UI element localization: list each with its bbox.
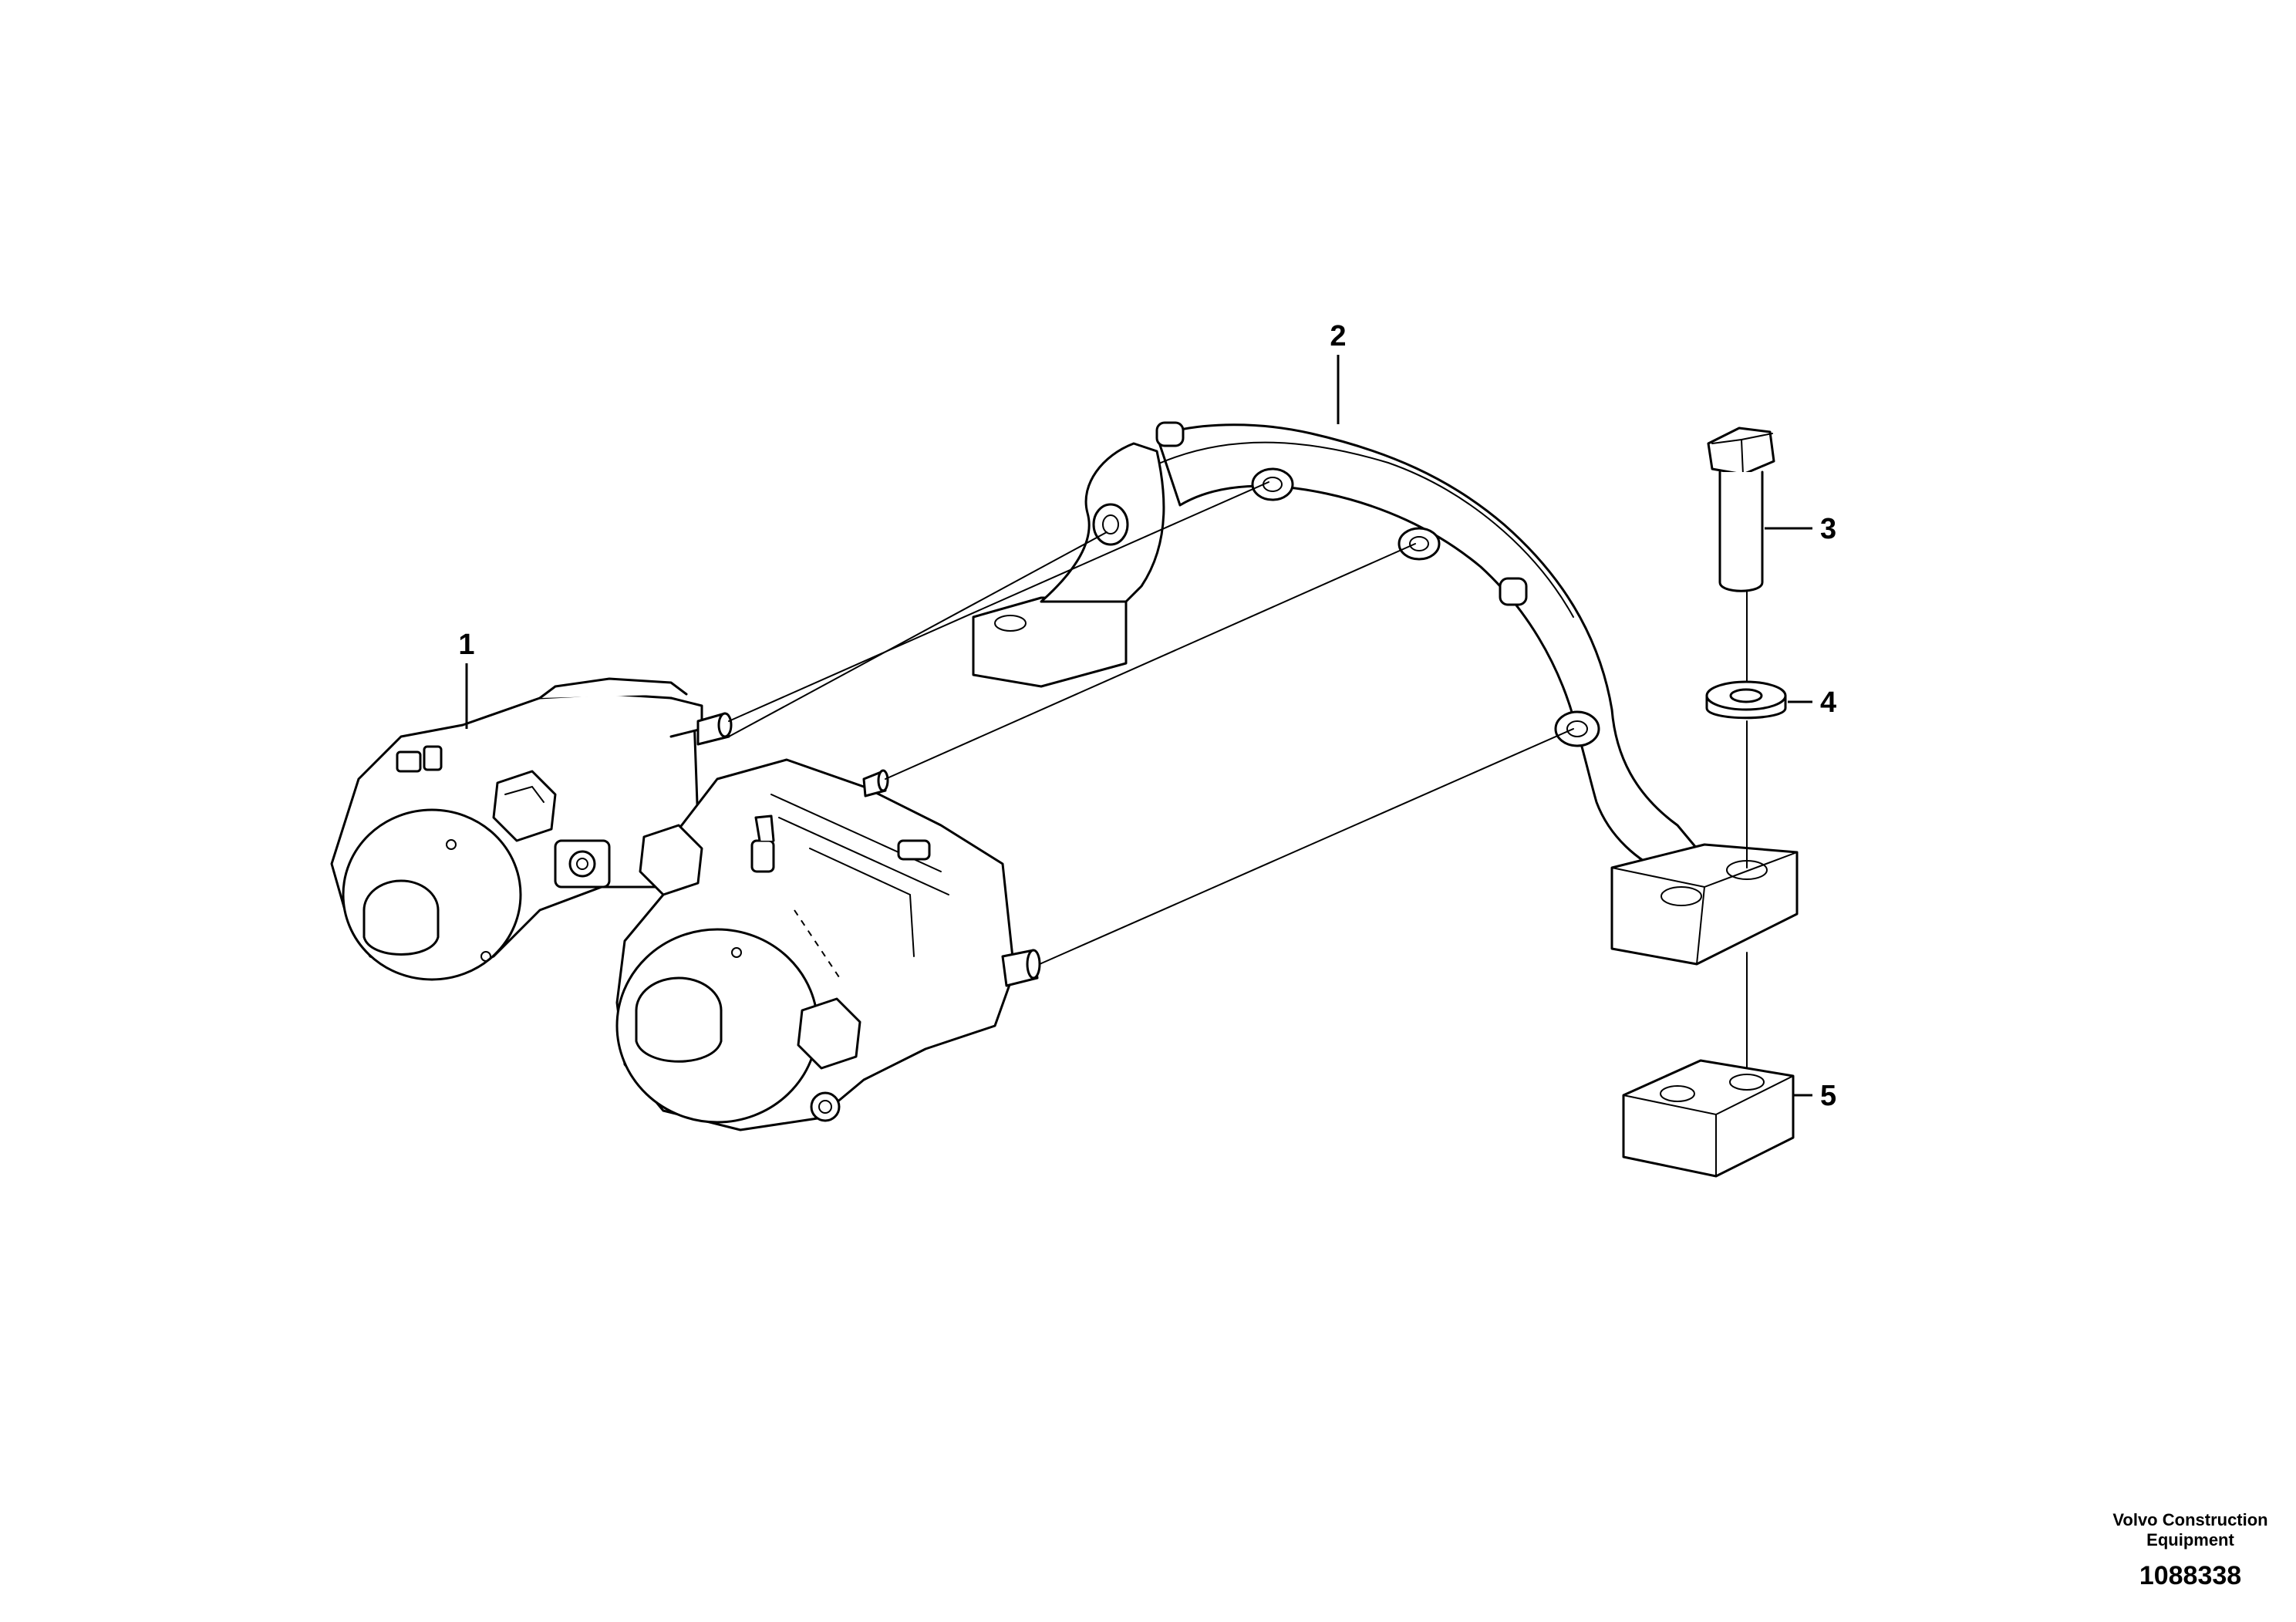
pump-part-1b xyxy=(615,758,1041,1131)
callout-3: 3 xyxy=(1820,513,1836,545)
brand-line-1: Volvo Construction xyxy=(2112,1510,2268,1529)
callout-2: 2 xyxy=(1330,320,1346,352)
callout-1: 1 xyxy=(458,629,474,661)
bolt-part-3 xyxy=(1707,427,1775,592)
brand-line-2: Equipment xyxy=(2146,1530,2234,1549)
spacer-block-part-5 xyxy=(1622,1059,1795,1178)
bracket-part-2 xyxy=(972,421,1799,966)
callout-5: 5 xyxy=(1820,1080,1836,1112)
assembly-lines xyxy=(728,481,1748,1069)
callout-4: 4 xyxy=(1820,686,1836,719)
callout-leaders xyxy=(465,355,1812,1097)
washer-part-4 xyxy=(1705,680,1787,720)
publisher-footer: Volvo Construction Equipment 1088338 xyxy=(2082,1510,2296,1591)
document-number: 1088338 xyxy=(2139,1561,2242,1590)
